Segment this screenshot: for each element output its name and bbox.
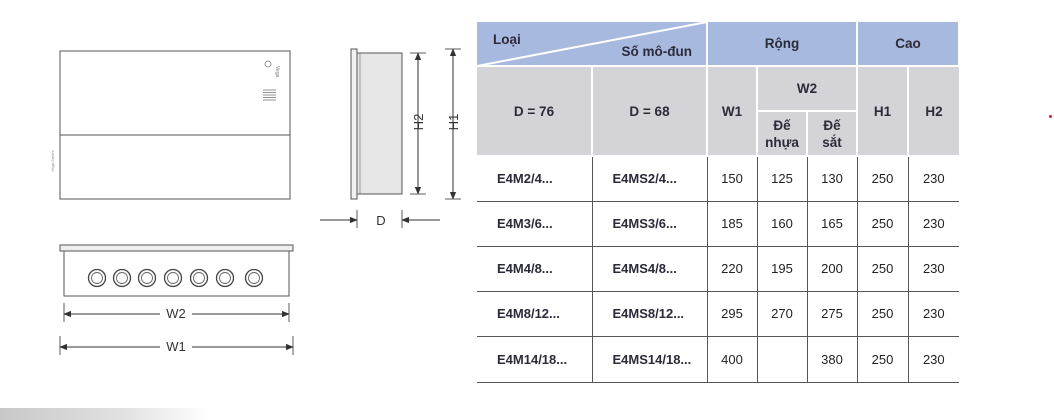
h1-cell: 250	[857, 336, 909, 383]
d76-header: D = 76	[477, 66, 593, 157]
d68-cell: E4MS4/8...	[592, 246, 708, 292]
table-row: E4M4/8... E4MS4/8... 220 195 200 250 230	[477, 246, 960, 292]
de-nhua-cell: 270	[757, 291, 808, 337]
d76-cell: E4M2/4...	[477, 156, 593, 202]
cao-header: Cao	[857, 22, 961, 67]
dimension-table: Loại Số mô-đun Rộng Cao D = 76 D = 68 W1…	[477, 22, 961, 383]
table-row: E4M2/4... E4MS2/4... 150 125 130 250 230	[477, 156, 960, 202]
h1-cell: 250	[857, 291, 909, 337]
front-tiny-text: Vega Series	[50, 150, 55, 172]
h2-cell: 230	[908, 291, 960, 337]
w1-header: W1	[707, 66, 758, 157]
de-sat-cell: 380	[807, 336, 858, 383]
de-nhua-cell	[757, 336, 808, 383]
type-module-header: Loại Số mô-đun	[477, 22, 708, 67]
w2-label: W2	[166, 306, 186, 321]
h1-header: H1	[857, 66, 910, 157]
rong-header: Rộng	[707, 22, 859, 67]
table-row: E4M3/6... E4MS3/6... 185 160 165 250 230	[477, 201, 960, 247]
h2-label: H2	[411, 114, 426, 131]
w1-cell: 185	[707, 201, 758, 247]
de-sat-cell: 200	[807, 246, 858, 292]
w1-cell: 295	[707, 291, 758, 337]
bottom-view: W2 W1	[59, 244, 294, 355]
d76-cell: E4M14/18...	[477, 336, 593, 383]
table-row: E4M14/18... E4MS14/18... 400 380 250 230	[477, 336, 960, 383]
de-nhua-cell: 125	[757, 156, 808, 202]
de-nhua-cell: 160	[757, 201, 808, 247]
d76-cell: E4M4/8...	[477, 246, 593, 292]
h2-cell: 230	[908, 201, 960, 247]
h2-cell: 230	[908, 156, 960, 202]
so-mo-dun-header: Số mô-đun	[621, 44, 693, 59]
h1-label: H1	[446, 114, 461, 131]
d68-cell: E4MS14/18...	[592, 336, 708, 383]
knockout-holes	[87, 268, 264, 288]
vent-icon	[263, 89, 276, 101]
accent-dot	[1049, 115, 1052, 118]
h2-cell: 230	[908, 246, 960, 292]
brand-mark-text: Vega	[274, 66, 280, 78]
de-sat-header: Đế sắt	[807, 111, 859, 157]
h2-header: H2	[908, 66, 960, 157]
de-sat-cell: 275	[807, 291, 858, 337]
de-nhua-cell: 195	[757, 246, 808, 292]
h2-cell: 230	[908, 336, 960, 383]
d76-cell: E4M8/12...	[477, 291, 593, 337]
w1-cell: 150	[707, 156, 758, 202]
side-view: H2 H1 D	[320, 48, 461, 228]
d-label: D	[376, 213, 385, 228]
bottom-shadow-bar	[0, 408, 210, 420]
de-sat-cell: 130	[807, 156, 858, 202]
d76-cell: E4M3/6...	[477, 201, 593, 247]
enclosure-drawings: Vega Vega Series H2 H1 D	[50, 48, 461, 355]
h1-cell: 250	[857, 246, 909, 292]
de-sat-cell: 165	[807, 201, 858, 247]
w1-cell: 400	[707, 336, 758, 383]
loai-header: Loại	[493, 32, 521, 47]
h1-cell: 250	[857, 201, 909, 247]
w1-label: W1	[166, 339, 186, 354]
w1-cell: 220	[707, 246, 758, 292]
h1-cell: 250	[857, 156, 909, 202]
de-nhua-header: Đế nhựa	[757, 111, 808, 157]
brand-logo-icon	[264, 60, 272, 68]
d68-cell: E4MS8/12...	[592, 291, 708, 337]
d68-header: D = 68	[592, 66, 708, 157]
w2-header: W2	[757, 66, 859, 112]
front-view: Vega Vega Series	[50, 50, 291, 200]
d68-cell: E4MS2/4...	[592, 156, 708, 202]
table-row: E4M8/12... E4MS8/12... 295 270 275 250 2…	[477, 291, 960, 337]
d68-cell: E4MS3/6...	[592, 201, 708, 247]
